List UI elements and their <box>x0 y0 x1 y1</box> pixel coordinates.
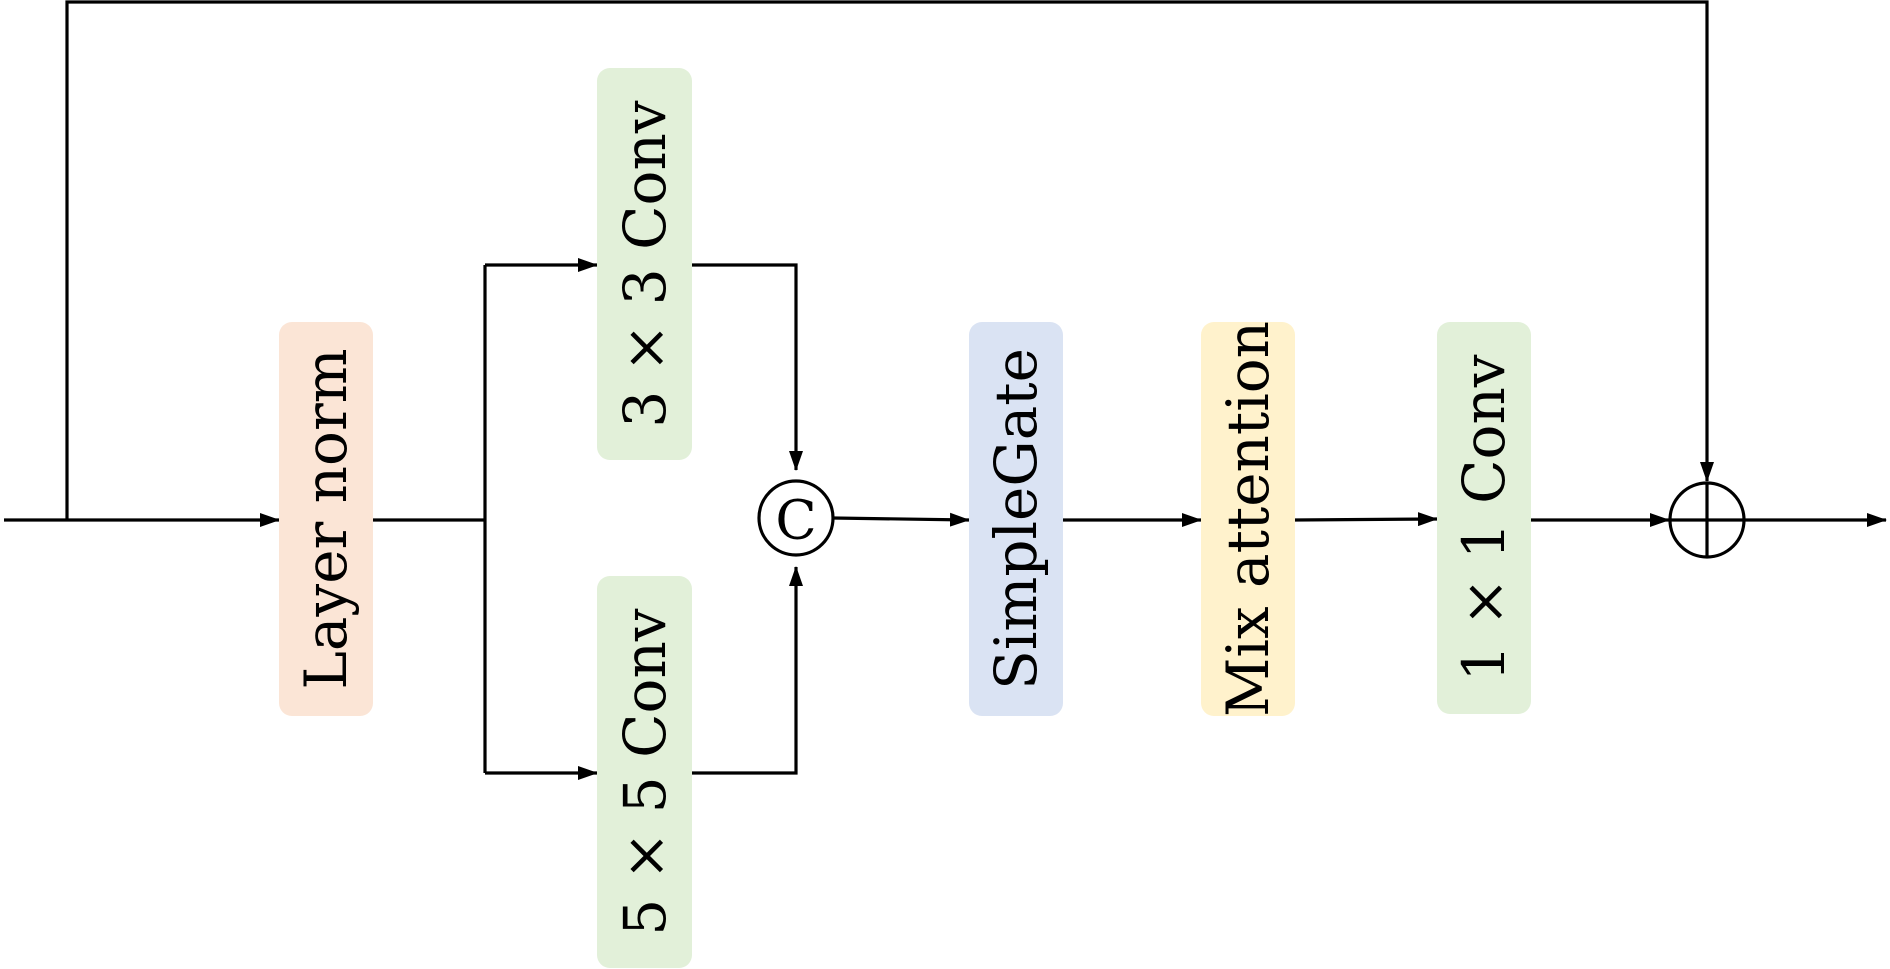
conv5-box <box>597 576 692 968</box>
mix-attention-box <box>1201 322 1295 716</box>
conv5-to-concat-arrow <box>692 566 803 775</box>
simplegate-block: SimpleGate <box>969 322 1063 716</box>
conv3-block: 3 × 3 Conv <box>597 68 692 460</box>
conv5-label: 5 × 5 Conv <box>611 608 679 935</box>
mix-attention-block: Mix attention <box>1201 321 1295 717</box>
layer-norm-label: Layer norm <box>292 348 360 689</box>
conv3-to-concat-arrow <box>692 263 803 471</box>
simplegate-box <box>969 322 1063 716</box>
conv3-label: 3 × 3 Conv <box>611 100 679 427</box>
conv1-block: 1 × 1 Conv <box>1437 322 1531 714</box>
conv1-box <box>1437 322 1531 714</box>
concat-circle <box>757 479 835 557</box>
conv1-label: 1 × 1 Conv <box>1450 354 1518 681</box>
mix-attention-to-conv1-arrow <box>1294 512 1438 527</box>
connectors <box>4 0 1887 780</box>
concat-symbol: C <box>775 489 816 552</box>
conv3-box <box>597 68 692 460</box>
mix-attention-label: Mix attention <box>1214 321 1282 717</box>
concat-node: C <box>757 479 835 557</box>
skip-connection-arrow <box>65 0 1714 520</box>
add-node <box>1668 481 1746 559</box>
concat-to-simplegate-arrow <box>832 512 970 527</box>
conv5-block: 5 × 5 Conv <box>597 576 692 968</box>
layer-norm-block: Layer norm <box>279 322 373 716</box>
layer-norm-box <box>279 322 373 716</box>
simplegate-label: SimpleGate <box>982 348 1050 690</box>
